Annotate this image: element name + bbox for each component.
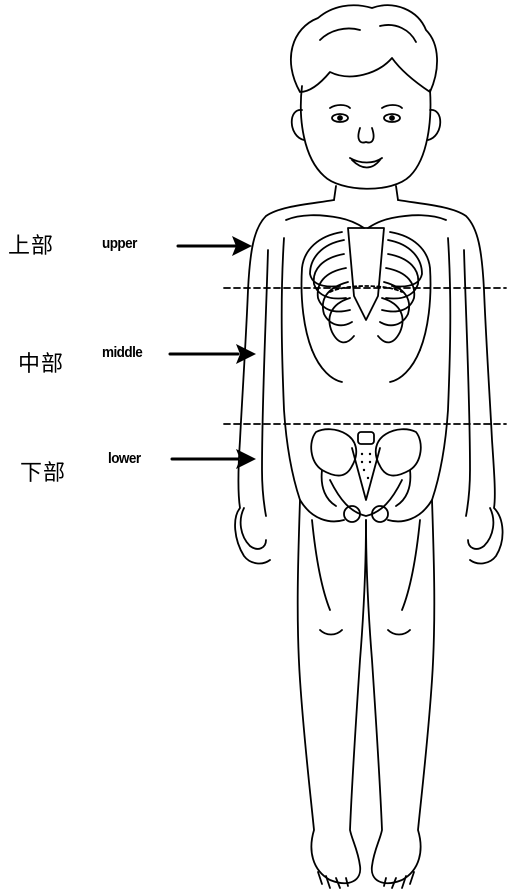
right-arrow-icon [178, 236, 252, 256]
leg-left [298, 500, 366, 883]
right-arrow-icon [172, 449, 256, 469]
clavicle [286, 215, 364, 228]
body-outline [235, 200, 334, 563]
ribcage [301, 228, 430, 382]
hair [291, 5, 437, 92]
leg-right [366, 500, 434, 883]
right-arrow-icon [170, 344, 256, 364]
head [301, 86, 431, 189]
